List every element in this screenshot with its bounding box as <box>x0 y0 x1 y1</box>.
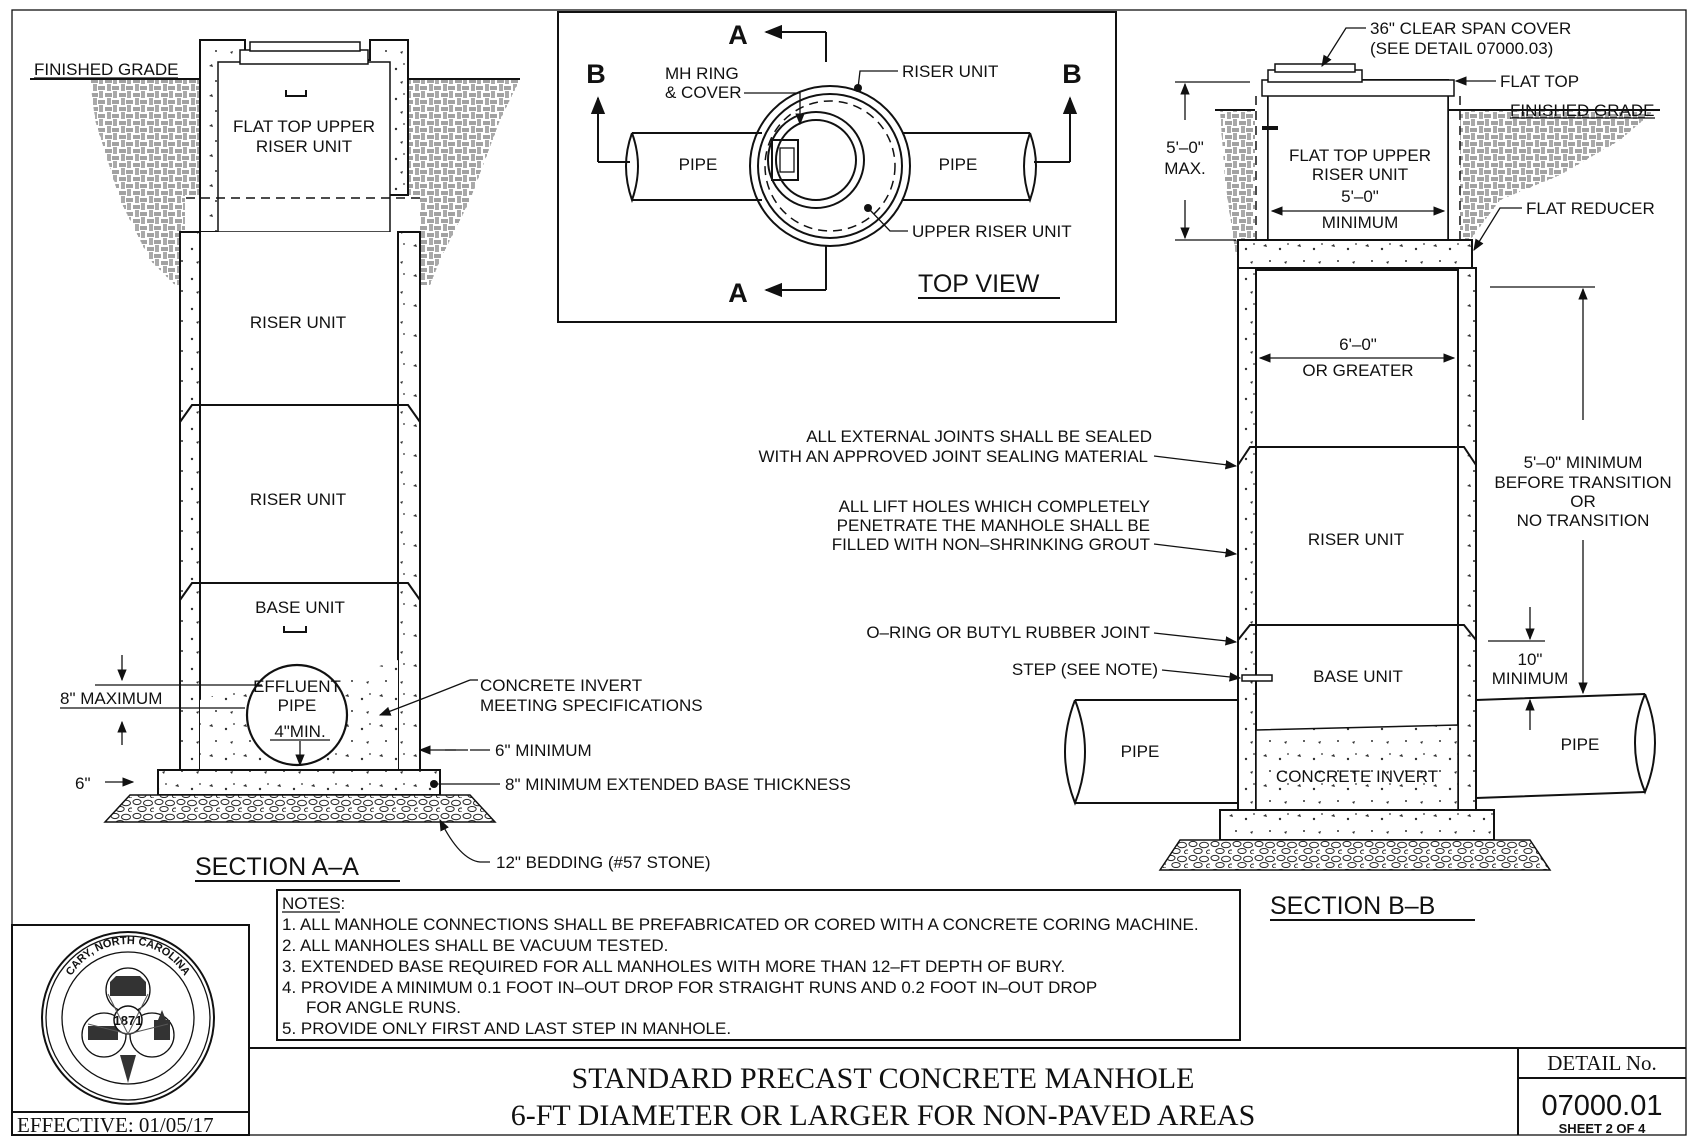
aa-6-inch: 6" <box>75 774 91 793</box>
aa-flat-top-upper-riser-line2: RISER UNIT <box>256 137 352 156</box>
note-4: 4. PROVIDE A MINIMUM 0.1 FOOT IN–OUT DRO… <box>282 978 1097 997</box>
bb-flat-top: FLAT TOP <box>1500 72 1579 91</box>
aa-bedding: 12" BEDDING (#57 STONE) <box>496 853 711 872</box>
town-seal: CARY, NORTH CAROLINA 1871 <box>41 931 215 1105</box>
section-bb: FLAT TOP UPPER RISER UNIT 5'–0" MINIMUM … <box>758 19 1672 921</box>
tv-mh-ring-line2: & COVER <box>665 83 742 102</box>
aa-effluent-pipe-line2: PIPE <box>278 696 317 715</box>
seal-text: CARY, NORTH CAROLINA <box>64 935 192 978</box>
tv-pipe-right: PIPE <box>939 155 978 174</box>
note-1: 1. ALL MANHOLE CONNECTIONS SHALL BE PREF… <box>282 915 1199 934</box>
tv-a-top: A <box>728 20 748 50</box>
sheet-number: SHEET 2 OF 4 <box>1559 1121 1646 1136</box>
bb-ext-joints-line2: WITH AN APPROVED JOINT SEALING MATERIAL <box>758 447 1148 466</box>
aa-riser-unit-2: RISER UNIT <box>250 490 346 509</box>
bb-riser-unit: RISER UNIT <box>1308 530 1404 549</box>
bb-cover-note-line1: 36" CLEAR SPAN COVER <box>1370 19 1571 38</box>
bb-transition-line3: OR <box>1570 492 1596 511</box>
aa-flat-top-upper-riser-line1: FLAT TOP UPPER <box>233 117 375 136</box>
bb-lift-holes-line3: FILLED WITH NON–SHRINKING GROUT <box>832 535 1150 554</box>
tv-upper-riser-unit: UPPER RISER UNIT <box>912 222 1072 241</box>
aa-concrete-invert-line1: CONCRETE INVERT <box>480 676 642 695</box>
bb-step: STEP (SEE NOTE) <box>1012 660 1158 679</box>
bb-cover-note-line2: (SEE DETAIL 07000.03) <box>1370 39 1553 58</box>
aa-riser-unit-1: RISER UNIT <box>250 313 346 332</box>
detail-label: DETAIL No. <box>1547 1051 1657 1075</box>
bb-flat-reducer: FLAT REDUCER <box>1526 199 1655 218</box>
aa-effluent-pipe-line1: EFFLUENT <box>253 677 341 696</box>
detail-number: 07000.01 <box>1542 1090 1663 1122</box>
tv-a-bottom: A <box>728 278 748 308</box>
drawing-title-line2: 6-FT DIAMETER OR LARGER FOR NON-PAVED AR… <box>511 1099 1256 1132</box>
aa-extended-base: 8" MINIMUM EXTENDED BASE THICKNESS <box>505 775 851 794</box>
seal-year: 1871 <box>114 1013 143 1028</box>
bb-5-max-label: MAX. <box>1164 159 1206 178</box>
section-aa-title: SECTION A–A <box>195 853 359 881</box>
bb-ext-joints-line1: ALL EXTERNAL JOINTS SHALL BE SEALED <box>806 427 1152 446</box>
title-block: EFFECTIVE: 01/05/17 STANDARD PRECAST CON… <box>11 924 1686 1137</box>
aa-base-unit: BASE UNIT <box>255 598 345 617</box>
sheet-border <box>11 9 1687 1136</box>
aa-8-max: 8" MAXIMUM <box>60 689 162 708</box>
finished-grade-label: FINISHED GRADE <box>34 60 179 79</box>
bb-flat-top-upper-riser-line1: FLAT TOP UPPER <box>1289 146 1431 165</box>
bb-transition-line1: 5'–0" MINIMUM <box>1524 453 1643 472</box>
bb-lift-holes-line2: PENETRATE THE MANHOLE SHALL BE <box>837 516 1150 535</box>
bb-flat-top-upper-riser-line2: RISER UNIT <box>1312 165 1408 184</box>
notes-block: NOTES: 1. ALL MANHOLE CONNECTIONS SHALL … <box>276 889 1241 1041</box>
section-bb-title: SECTION B–B <box>1270 892 1435 920</box>
effective-date: EFFECTIVE: 01/05/17 <box>17 1113 214 1137</box>
tv-riser-unit: RISER UNIT <box>902 62 998 81</box>
bb-5-min-value: 5'–0" <box>1341 187 1379 206</box>
tv-mh-ring-line1: MH RING <box>665 64 739 83</box>
bb-6ft-value: 6'–0" <box>1339 335 1377 354</box>
tv-pipe-left: PIPE <box>679 155 718 174</box>
top-view-title: TOP VIEW <box>918 270 1040 298</box>
bb-base-unit: BASE UNIT <box>1313 667 1403 686</box>
note-5: 5. PROVIDE ONLY FIRST AND LAST STEP IN M… <box>282 1019 731 1038</box>
bb-5-max-value: 5'–0" <box>1166 138 1204 157</box>
bb-transition-line4: NO TRANSITION <box>1517 511 1650 530</box>
note-4-cont: FOR ANGLE RUNS. <box>306 998 461 1017</box>
top-view: PIPE PIPE A A B B MH RING & COVER RISER … <box>557 11 1117 323</box>
bb-10-label: MINIMUM <box>1492 669 1568 688</box>
tv-b-left: B <box>586 59 606 89</box>
bb-lift-holes-line1: ALL LIFT HOLES WHICH COMPLETELY <box>839 497 1150 516</box>
aa-6-minimum: 6" MINIMUM <box>495 741 592 760</box>
bb-transition-line2: BEFORE TRANSITION <box>1494 473 1671 492</box>
bb-6ft-label: OR GREATER <box>1302 361 1413 380</box>
bb-concrete-invert: CONCRETE INVERT <box>1276 767 1438 786</box>
note-2: 2. ALL MANHOLES SHALL BE VACUUM TESTED. <box>282 936 668 955</box>
section-aa: FINISHED GRADE FLAT TOP UPPER RISER UNIT… <box>30 39 851 882</box>
aa-4-min: 4"MIN. <box>274 722 325 741</box>
notes-heading: NOTES: <box>282 894 345 913</box>
bb-oring: O–RING OR BUTYL RUBBER JOINT <box>866 623 1150 642</box>
drawing-title-line1: STANDARD PRECAST CONCRETE MANHOLE <box>572 1062 1195 1095</box>
bb-pipe-left: PIPE <box>1121 742 1160 761</box>
bb-5-min-label: MINIMUM <box>1322 213 1398 232</box>
bb-finished-grade: FINISHED GRADE <box>1510 101 1655 120</box>
bb-10-value: 10" <box>1518 650 1543 669</box>
note-3: 3. EXTENDED BASE REQUIRED FOR ALL MANHOL… <box>282 957 1065 976</box>
tv-b-right: B <box>1062 59 1082 89</box>
bb-pipe-right: PIPE <box>1561 735 1600 754</box>
aa-concrete-invert-line2: MEETING SPECIFICATIONS <box>480 696 703 715</box>
